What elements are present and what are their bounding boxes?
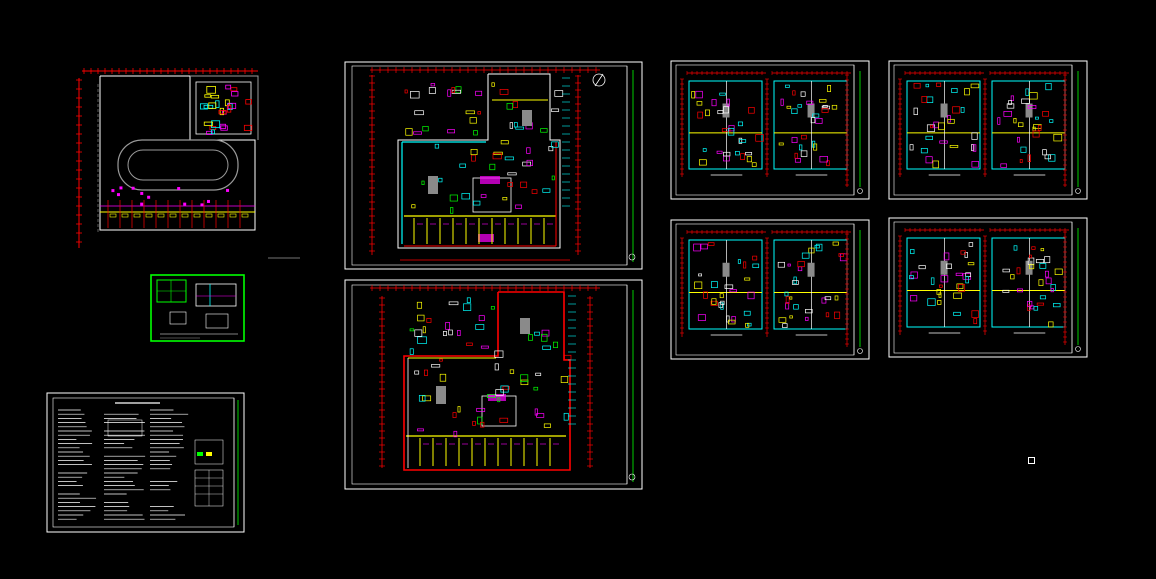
sheet-unit-c[interactable]	[670, 219, 870, 360]
ucs-square-icon	[1028, 457, 1035, 464]
sheet-notes[interactable]	[46, 392, 245, 533]
sheet-unit-b[interactable]	[888, 60, 1088, 200]
sheet-floor-2[interactable]	[344, 279, 643, 490]
north-arrow-icon	[592, 73, 606, 87]
sheet-site-plan[interactable]	[76, 68, 300, 259]
sheet-unit-a[interactable]	[670, 60, 870, 200]
sheet-unit-d[interactable]	[888, 217, 1088, 358]
sheet-detail[interactable]	[150, 274, 245, 342]
sheet-floor-1[interactable]	[344, 61, 643, 270]
